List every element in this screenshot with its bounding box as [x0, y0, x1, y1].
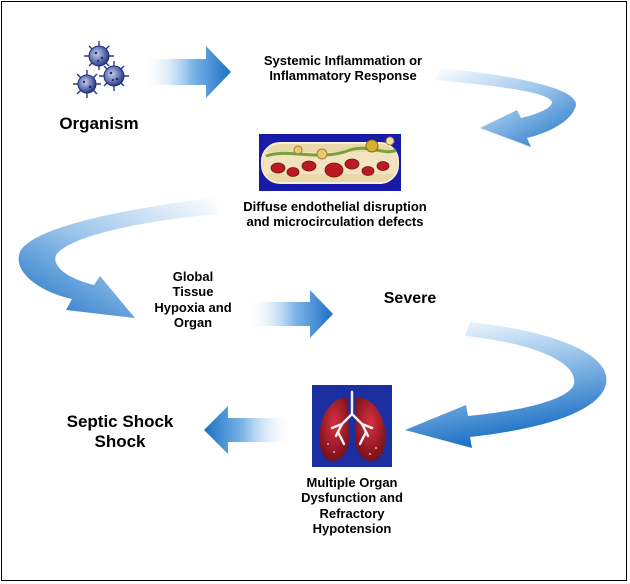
arrow-mods-to-septic-shock — [204, 406, 292, 454]
severe-label: Severe — [383, 290, 437, 307]
hypoxia-label-line-1: Global — [172, 269, 214, 284]
mods-label-line-3: Refractory — [319, 505, 385, 521]
septic-shock-label-line-1: Septic Shock — [66, 412, 174, 431]
hypoxia-label: Global Tissue Hypoxia and Organ — [138, 269, 248, 330]
inflammation-label-line-2: Inflammatory Response — [269, 68, 417, 84]
arrow-severe-to-mods — [405, 322, 607, 448]
mods-label-line-2: Dysfunction and — [301, 490, 403, 506]
septic-shock-label-line-2: Shock — [94, 432, 146, 452]
virus-particles-icon — [73, 41, 129, 98]
blood-vessel-icon — [259, 134, 401, 191]
arrow-inflammation-to-endothelial — [435, 68, 577, 147]
endothelial-label: Diffuse endothelial disruption and micro… — [210, 199, 460, 230]
organism-label: Organism — [59, 114, 139, 133]
arrow-organism-to-inflammation — [143, 46, 231, 98]
inflammation-label: Systemic Inflammation or Inflammatory Re… — [228, 53, 458, 84]
arrow-endothelial-to-hypoxia — [18, 198, 218, 318]
inflammation-label-line-1: Systemic Inflammation or — [263, 53, 423, 68]
septic-shock-label: Septic Shock Shock — [50, 412, 190, 452]
mods-label-line-1: Multiple Organ — [306, 475, 398, 490]
arrow-hypoxia-to-severe — [247, 290, 333, 338]
endothelial-label-line-2: and microcirculation defects — [246, 214, 424, 230]
lungs-icon — [312, 385, 392, 467]
hypoxia-label-line-2: Tissue — [172, 284, 214, 300]
endothelial-label-line-1: Diffuse endothelial disruption — [243, 199, 427, 214]
hypoxia-label-line-3: Hypoxia and — [154, 299, 232, 315]
mods-label-line-4: Hypotension — [312, 520, 392, 536]
mods-label: Multiple Organ Dysfunction and Refractor… — [282, 475, 422, 536]
hypoxia-label-line-4: Organ — [173, 314, 213, 330]
